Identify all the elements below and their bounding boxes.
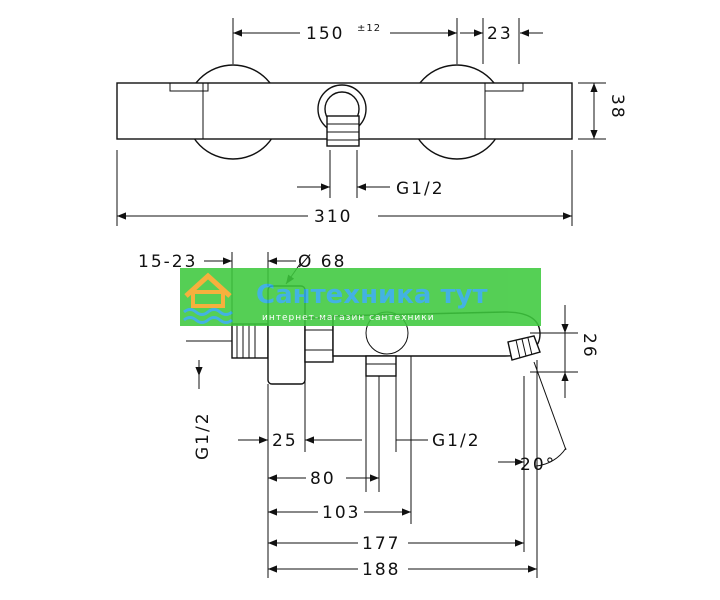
top-view: 150 ±12 23 38 G1/2 310 [116,18,627,227]
dim-188: 188 [362,560,400,580]
hose-outlet [326,115,360,147]
watermark-subtitle: интернет-магазин сантехники [262,313,435,323]
dim-23: 23 [487,24,513,44]
dim-150: 150 [306,24,344,44]
dim-g12-right: G1/2 [432,431,481,451]
bottom-outlet [365,355,397,377]
dim-177: 177 [362,534,400,554]
dim-26: 26 [579,333,599,359]
dim-150-tolerance: ±12 [357,23,381,34]
dim-25: 25 [272,431,298,451]
dim-310: 310 [314,207,352,227]
dim-38: 38 [607,94,627,120]
house-logo-icon [183,272,233,324]
dim-15-23: 15-23 [138,252,197,272]
watermark-title: Сантехника тут [256,280,488,310]
dim-20deg: 20° [520,455,556,475]
dim-103: 103 [322,503,360,523]
dim-d68: Ø 68 [298,252,346,272]
dim-g12-top: G1/2 [396,179,445,199]
watermark: Сантехника тут интернет-магазин сантехни… [180,268,541,326]
dim-80: 80 [310,469,336,489]
watermark-band [180,268,541,326]
dim-g12-vertical: G1/2 [193,411,213,460]
side-view: 15-23 Ø 68 26 G1/2 25 G1/2 20° [138,252,599,580]
